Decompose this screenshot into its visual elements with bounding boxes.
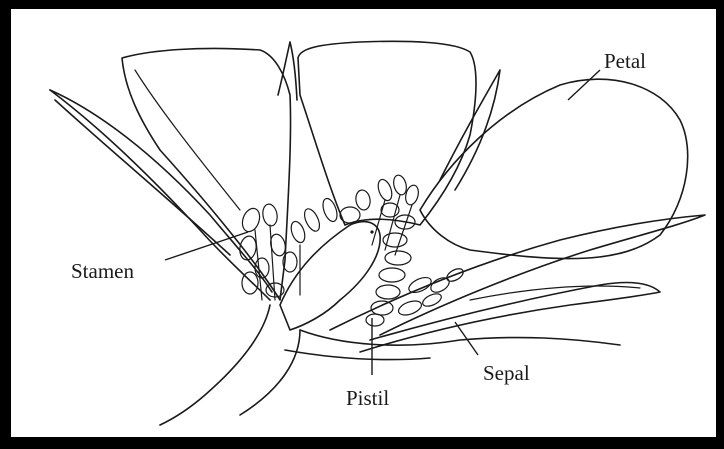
border-inner xyxy=(11,9,716,437)
sepal-label: Sepal xyxy=(483,361,530,385)
stamen-label: Stamen xyxy=(71,259,134,283)
pistil-label: Pistil xyxy=(346,386,389,410)
petal-label: Petal xyxy=(604,49,646,73)
